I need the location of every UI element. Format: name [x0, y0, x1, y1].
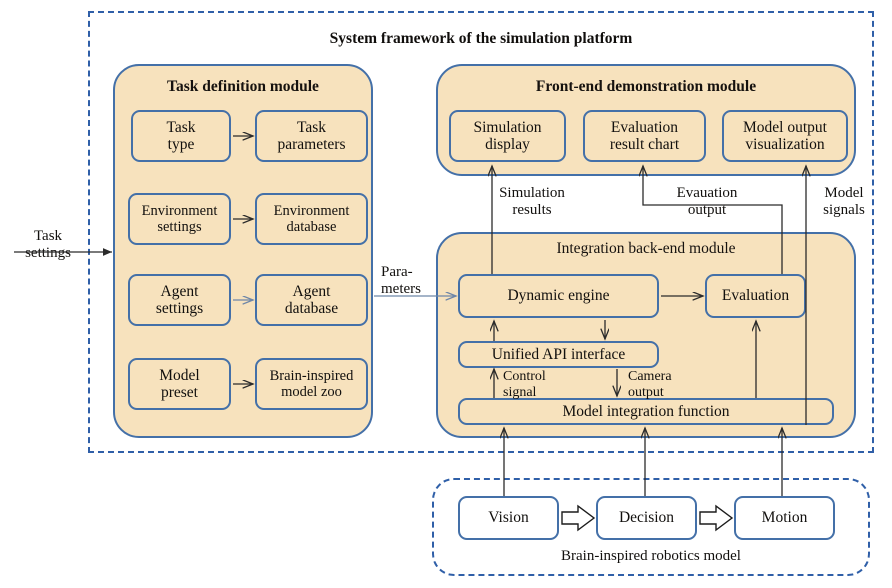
box-environment-settings[interactable]: Environment settings — [128, 193, 231, 245]
box-vision[interactable]: Vision — [458, 496, 559, 540]
box-model-integration-function[interactable]: Model integration function — [458, 398, 834, 425]
panel-title-backend: Integration back-end module — [556, 240, 736, 257]
edge-label-evaluation-output: Evauation output — [676, 185, 738, 218]
robotics-model-boundary — [432, 478, 870, 576]
box-environment-database[interactable]: Environment database — [255, 193, 368, 245]
panel-title-frontend: Front-end demonstration module — [535, 78, 757, 95]
page-title: System framework of the simulation platf… — [329, 30, 633, 47]
box-evaluation-result-chart[interactable]: Evaluation result chart — [583, 110, 706, 162]
edge-label-control-signal: Control signal — [503, 369, 546, 400]
box-simulation-display[interactable]: Simulation display — [449, 110, 566, 162]
edge-label-parameters: Para- meters — [381, 264, 421, 297]
edge-label-camera-output: Camera output — [628, 369, 672, 400]
edge-label-simulation-results: Simulation results — [499, 185, 565, 218]
box-unified-api-interface[interactable]: Unified API interface — [458, 341, 659, 368]
box-agent-settings[interactable]: Agent settings — [128, 274, 231, 326]
edge-label-task-settings: Task settings — [25, 228, 71, 261]
panel-title-task-definition: Task definition module — [167, 78, 319, 95]
box-model-preset[interactable]: Model preset — [128, 358, 231, 410]
box-agent-database[interactable]: Agent database — [255, 274, 368, 326]
box-task-type[interactable]: Task type — [131, 110, 231, 162]
box-model-output-visualization[interactable]: Model output visualization — [722, 110, 848, 162]
box-dynamic-engine[interactable]: Dynamic engine — [458, 274, 659, 318]
box-brain-inspired-model-zoo[interactable]: Brain-inspired model zoo — [255, 358, 368, 410]
box-evaluation[interactable]: Evaluation — [705, 274, 806, 318]
box-task-parameters[interactable]: Task parameters — [255, 110, 368, 162]
robotics-model-caption: Brain-inspired robotics model — [561, 548, 741, 564]
edge-label-model-signals: Model signals — [823, 185, 865, 218]
box-motion[interactable]: Motion — [734, 496, 835, 540]
system-framework-boundary — [88, 11, 874, 453]
box-decision[interactable]: Decision — [596, 496, 697, 540]
